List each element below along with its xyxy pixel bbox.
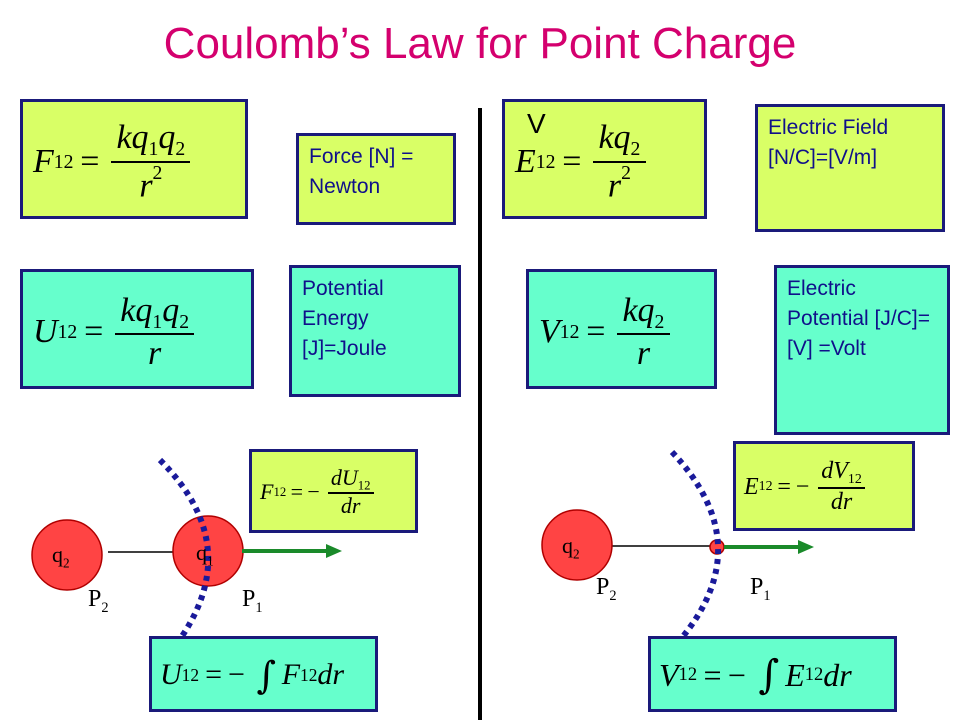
right-p2-label: P2	[596, 574, 617, 604]
left-q1-label: q1	[196, 540, 214, 569]
page-title: Coulomb’s Law for Point Charge	[163, 19, 797, 68]
force-fraction: kq1q2 r2	[111, 119, 191, 205]
force-units-note: Force [N] = Newton	[296, 133, 456, 225]
center-divider	[478, 108, 482, 720]
left-field-line	[157, 457, 212, 652]
field-v-mark: V	[527, 108, 546, 139]
right-field-line	[669, 449, 721, 642]
energy-units-note: Potential Energy [J]=Joule	[289, 265, 461, 397]
right-p1-label: P1	[750, 574, 771, 604]
field-units-note: Electric Field [N/C]=[V/m]	[755, 104, 945, 232]
potential-units-note: Electric Potential [J/C]=[V] =Volt	[774, 265, 950, 435]
energy-fraction: kq1q2 r	[115, 292, 195, 373]
right-charge-q2	[541, 509, 613, 581]
right-field-arrow-head	[798, 540, 814, 554]
left-p1-label: P1	[242, 586, 263, 616]
left-force-arrow-head	[326, 544, 342, 558]
left-p2-label: P2	[88, 586, 109, 616]
left-charge-q2	[31, 519, 103, 591]
right-q2-label: q2	[562, 533, 580, 562]
left-q2-label: q2	[52, 542, 70, 571]
